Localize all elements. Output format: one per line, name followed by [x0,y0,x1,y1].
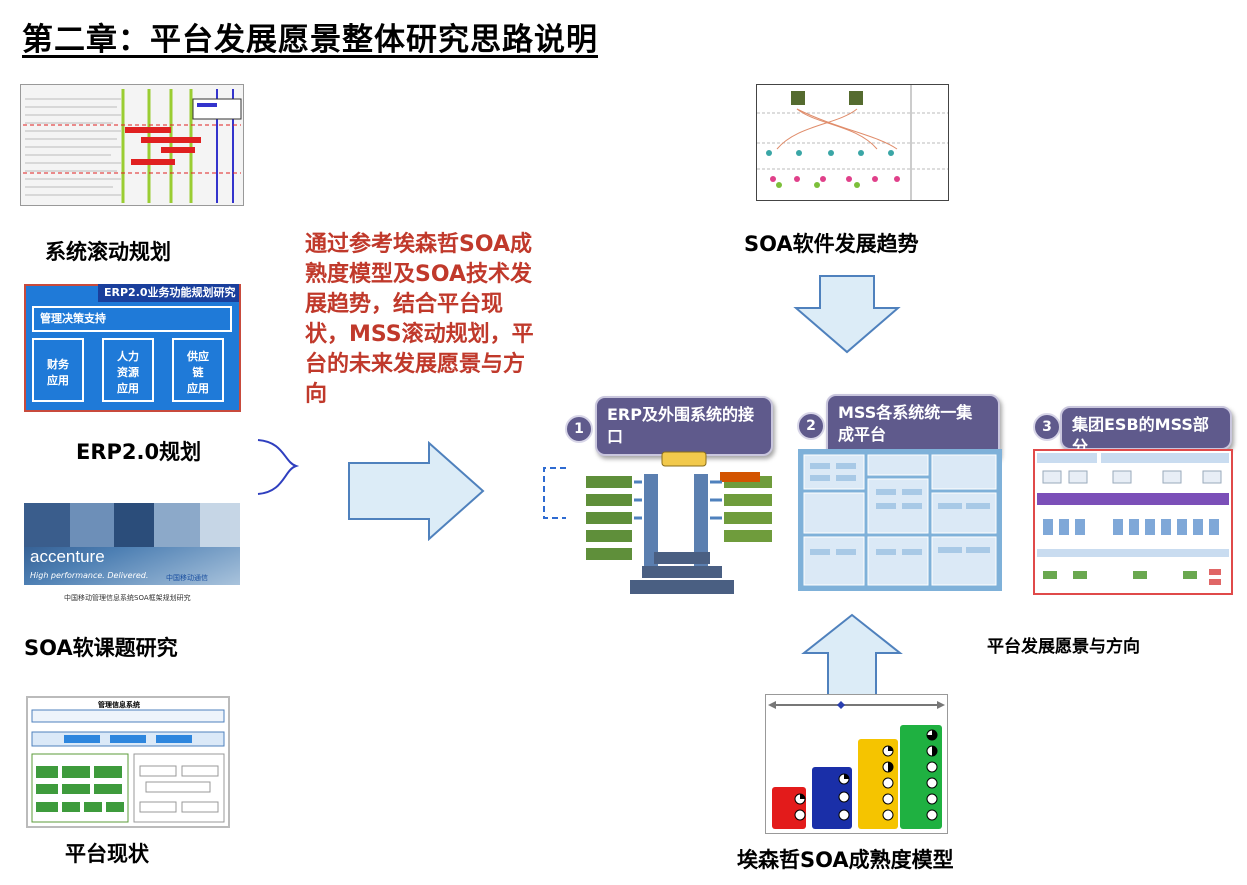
soa-maturity-thumbnail [765,694,948,834]
erp-finance-box: 财务 应用 [32,338,84,402]
erp-finance-label: 财务 应用 [47,358,69,387]
callout-2-number: 2 [797,412,825,440]
up-arrow [801,613,903,696]
accenture-brand: accenture [30,547,105,566]
rolling-plan-label: 系统滚动规划 [45,240,171,264]
callout-3-number: 3 [1033,413,1061,441]
platform-status-diagram [31,709,225,823]
callout-1-text: ERP及外围系统的接口 [607,405,754,446]
gantt-chart-image [21,85,243,205]
maturity-model-label: 埃森哲SOA成熟度模型 [737,848,954,872]
soa-trend-diagram [757,85,948,200]
soa-maturity-stairs [768,701,945,829]
platform-status-thumbnail: 管理信息系统 [26,696,230,828]
soa-trend-label: SOA软件发展趋势 [744,232,919,256]
accenture-thumbnail: accenture High performance. Delivered. 中… [24,503,240,625]
erp-hr-box: 人力 资源 应用 [102,338,154,402]
erp-supply-chain-label: 供应 链 应用 [187,350,209,395]
china-mobile-logo: 中国移动通信 [166,574,208,582]
mss-integration-diagram [798,449,1002,591]
callout-3-group-esb: 集团ESB的MSS部分 [1060,406,1232,456]
erp-decision-support-box: 管理决策支持 [32,306,232,332]
accenture-cover-image [24,503,240,585]
erp-thumbnail-header: ERP2.0业务功能规划研究 [98,284,239,302]
erp-hr-label: 人力 资源 应用 [117,350,139,395]
soa-trend-thumbnail [756,84,949,201]
callout-2-text: MSS各系统统一集成平台 [838,403,973,444]
page-title: 第二章：平台发展愿景整体研究思路说明 [22,22,598,58]
erp-interface-diagram [586,451,772,594]
group-esb-diagram [1033,449,1233,595]
erp-plan-thumbnail: ERP2.0业务功能规划研究 管理决策支持 财务 应用 人力 资源 应用 供应 … [24,284,241,412]
callout-1-erp-interface: ERP及外围系统的接口 [595,396,773,456]
soa-research-label: SOA软课题研究 [24,636,178,660]
vision-label: 平台发展愿景与方向 [987,637,1140,657]
center-description: 通过参考埃森哲SOA成熟度模型及SOA技术发展趋势，结合平台现状，MSS滚动规划… [305,232,534,407]
callout-1-number: 1 [565,415,593,443]
right-arrow [348,441,485,541]
down-arrow [793,275,901,354]
erp-plan-label: ERP2.0规划 [76,440,202,464]
accenture-tagline: High performance. Delivered. [30,571,149,580]
brace-connector [257,439,300,495]
platform-status-label: 平台现状 [65,842,149,866]
dashed-bracket [543,467,566,519]
erp-supply-chain-box: 供应 链 应用 [172,338,224,402]
platform-thumb-title: 管理信息系统 [98,701,140,709]
accenture-doc-title: 中国移动管理信息系统SOA框架规划研究 [64,594,191,602]
rolling-plan-thumbnail [20,84,244,206]
